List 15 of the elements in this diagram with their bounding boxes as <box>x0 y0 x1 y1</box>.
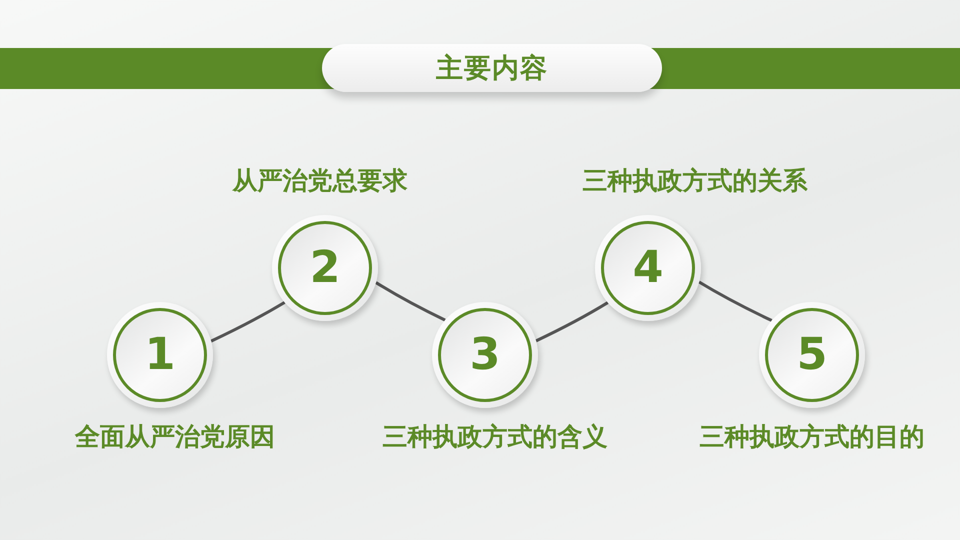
numbered-circle: 2 <box>272 215 378 321</box>
connector-line <box>698 280 772 322</box>
title-pill: 主要内容 <box>322 44 662 92</box>
connector-line <box>210 301 286 342</box>
numbered-circle: 1 <box>107 302 213 408</box>
numbered-circle: 5 <box>759 302 865 408</box>
step-caption: 三种执政方式的目的 <box>700 422 924 452</box>
step-caption: 从严治党总要求 <box>232 166 408 196</box>
numbered-circle: 4 <box>595 215 701 321</box>
connector-line <box>535 301 609 342</box>
connector-line <box>375 281 446 322</box>
step-caption: 三种执政方式的关系 <box>582 166 808 196</box>
step-caption: 全面从严治党原因 <box>75 422 275 452</box>
step-caption: 三种执政方式的含义 <box>382 422 608 452</box>
numbered-circle: 3 <box>432 302 538 408</box>
